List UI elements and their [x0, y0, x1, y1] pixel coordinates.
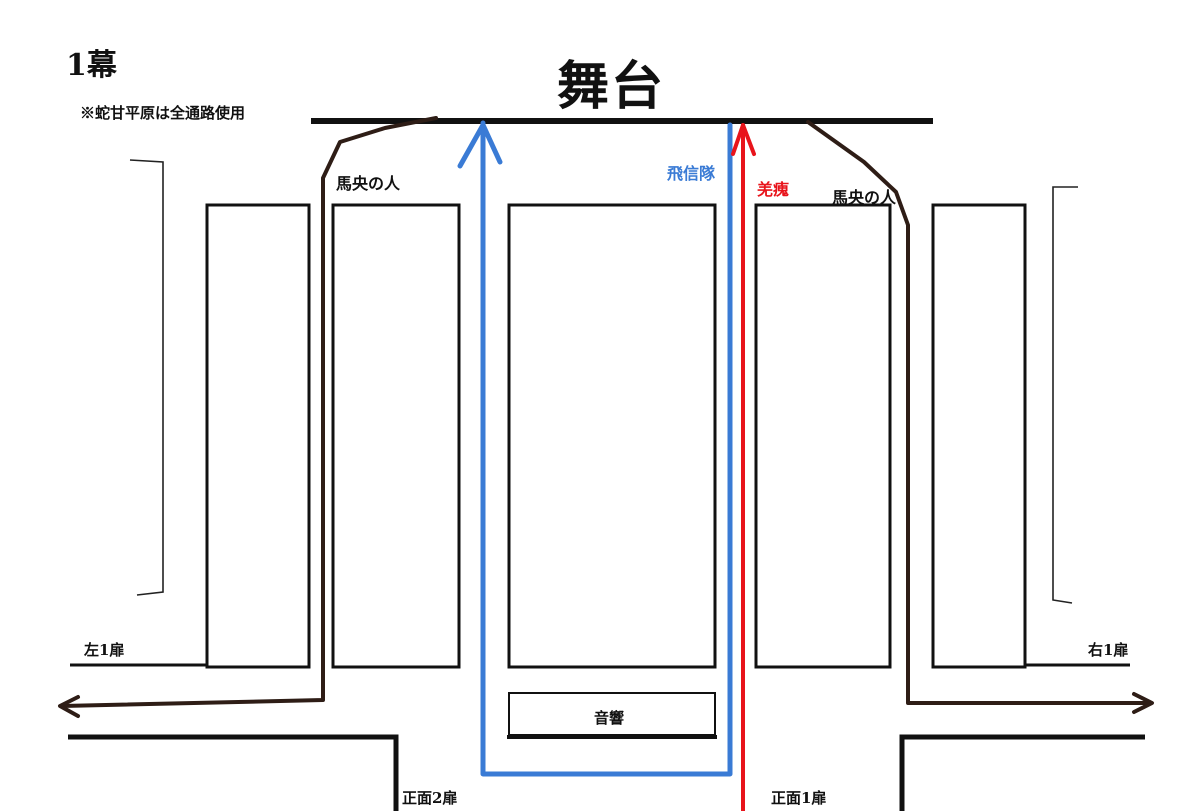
- note-label: ※蛇甘平原は全通路使用: [80, 104, 246, 122]
- bagin-left-label: 馬央の人: [336, 174, 401, 193]
- bagin-right-route: [806, 120, 1152, 705]
- hishin-route: [480, 120, 733, 777]
- seat-block-5: [931, 203, 1027, 669]
- right-door-label: 右1扉: [1088, 641, 1129, 659]
- front-door-1-label: 正面1扉: [771, 789, 827, 807]
- seat-block-center: [507, 203, 717, 669]
- front-right-wall: [899, 734, 1145, 811]
- left-side-bracket: [129, 159, 164, 596]
- sound-label: 音響: [594, 709, 625, 727]
- seat-block-2: [331, 203, 461, 669]
- bagin-right-label: 馬央の人: [832, 188, 897, 207]
- right-side-bracket: [1052, 186, 1078, 604]
- hishin-arrowhead: [457, 122, 503, 169]
- hishin-label: 飛信隊: [667, 164, 716, 183]
- left-door-label: 左1扉: [84, 641, 125, 659]
- front-door-2-label: 正面2扉: [402, 789, 458, 807]
- front-left-wall: [68, 734, 399, 811]
- stage-label: 舞台: [557, 56, 666, 117]
- bagin-left-arrowhead: [58, 695, 80, 718]
- koujin-label: 羌瘣: [757, 180, 790, 199]
- bagin-right-arrowhead: [1132, 692, 1154, 714]
- seat-block-4: [754, 203, 892, 669]
- act-label: 1幕: [66, 48, 117, 83]
- bagin-left-route: [60, 116, 438, 708]
- seat-block-1: [205, 203, 311, 669]
- koujin-arrowhead: [731, 123, 756, 156]
